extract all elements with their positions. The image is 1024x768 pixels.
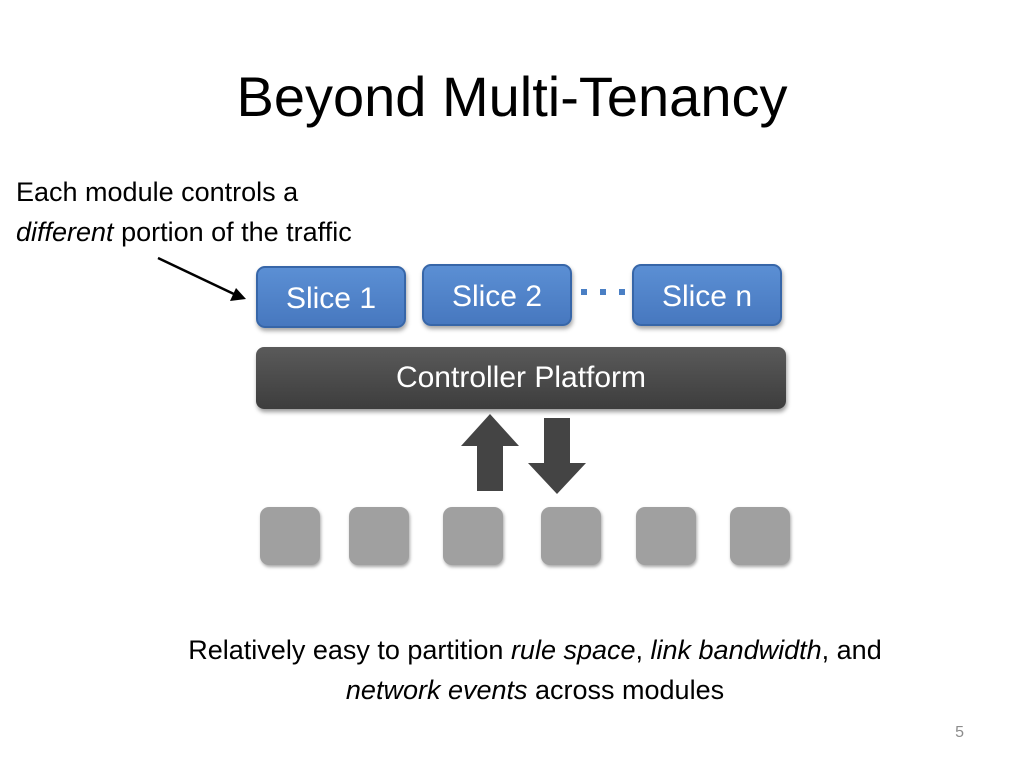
summary-part-1: Relatively easy to partition (188, 635, 511, 665)
slice-ellipsis (581, 289, 625, 295)
controller-platform: Controller Platform (256, 347, 786, 409)
slide-title: Beyond Multi-Tenancy (236, 65, 788, 128)
slice-box-2: Slice 2 (422, 264, 572, 326)
summary-part-3: , and (821, 635, 882, 665)
summary-emph-network-events: network events (345, 675, 528, 705)
network-switch-5 (636, 507, 696, 565)
slice-box-1: Slice 1 (256, 266, 406, 328)
network-switch-6 (730, 507, 790, 565)
annotation-emphasis: different (16, 217, 114, 247)
network-switch-4 (541, 507, 601, 565)
summary-text: Relatively easy to partition rule space,… (140, 630, 930, 710)
slice-box-n: Slice n (632, 264, 782, 326)
annotation-pointer-arrowhead (230, 288, 246, 301)
down-arrow-icon (528, 418, 586, 494)
summary-part-4: across modules (527, 675, 725, 705)
annotation-pointer-arrow (157, 256, 237, 297)
page-number: 5 (955, 724, 964, 741)
summary-emph-link-bandwidth: link bandwidth (650, 635, 822, 665)
network-switch-3 (443, 507, 503, 565)
annotation-text: Each module controls a different portion… (16, 172, 352, 252)
summary-part-2: , (635, 635, 651, 665)
network-switch-2 (349, 507, 409, 565)
annotation-line-2: different portion of the traffic (16, 212, 352, 252)
summary-emph-rule-space: rule space (510, 635, 636, 665)
up-arrow-icon (461, 414, 519, 491)
annotation-line-1: Each module controls a (16, 177, 299, 207)
annotation-line-2-rest: portion of the traffic (113, 217, 352, 247)
network-switch-1 (260, 507, 320, 565)
